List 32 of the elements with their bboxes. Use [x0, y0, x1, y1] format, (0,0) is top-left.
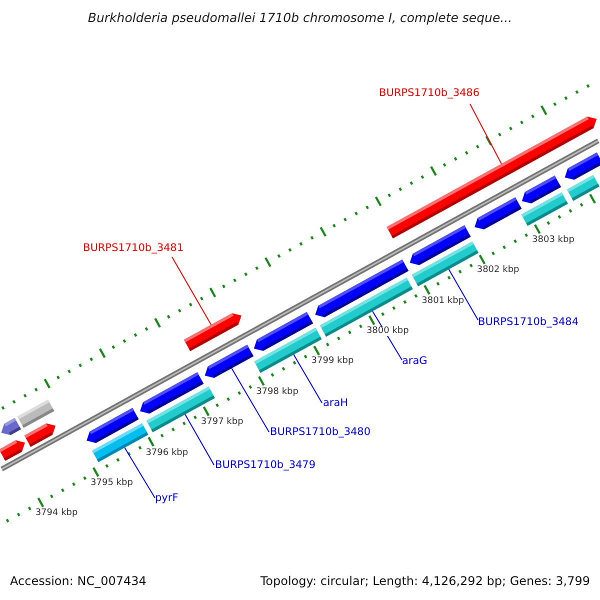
- leader-line: [293, 354, 322, 404]
- gene-bar: [412, 242, 478, 286]
- scale-label: 3802 kbp: [476, 266, 520, 276]
- gene-label: BURPS1710b_3479: [215, 460, 316, 470]
- scale-label: 3794 kbp: [35, 509, 78, 518]
- scale-label: 3798 kbp: [256, 388, 298, 397]
- leader-line: [448, 268, 478, 320]
- gene-bar: [204, 344, 254, 378]
- gene-label: BURPS1710b_3486: [379, 88, 480, 98]
- scale-label: 3800 kbp: [366, 327, 409, 336]
- scale-label: 3796 kbp: [146, 448, 188, 458]
- gene-bar: [92, 423, 148, 462]
- leader-line: [124, 447, 156, 498]
- scale-label: 3801 kbp: [422, 296, 464, 306]
- gene-label: pyrF: [155, 493, 178, 504]
- leader-line: [470, 104, 502, 164]
- gene-label: BURPS1710b_3484: [478, 317, 579, 328]
- scale-label: 3797 kbp: [200, 418, 244, 428]
- scale-label: 3803 kbp: [532, 236, 574, 246]
- scale-label: 3799 kbp: [311, 357, 354, 366]
- gene-label: BURPS1710b_3480: [270, 427, 371, 438]
- leader-line: [172, 256, 212, 326]
- scale-label: 3795 kbp: [90, 478, 133, 488]
- leader-line: [184, 414, 214, 466]
- gene-label: BURPS1710b_3481: [83, 243, 184, 254]
- gene-label: araH: [323, 398, 348, 408]
- map-title: Burkholderia pseudomallei 1710b chromosome I, complete seque...: [86, 12, 514, 24]
- gene-bar: [184, 313, 242, 352]
- genome-info-text: Topology: circular; Length: 4,126,292 bp; Genes: 3,799: [260, 575, 590, 587]
- leader-line: [231, 368, 270, 432]
- accession-text: Accession: NC_007434: [10, 575, 146, 587]
- gene-label: araG: [402, 356, 428, 366]
